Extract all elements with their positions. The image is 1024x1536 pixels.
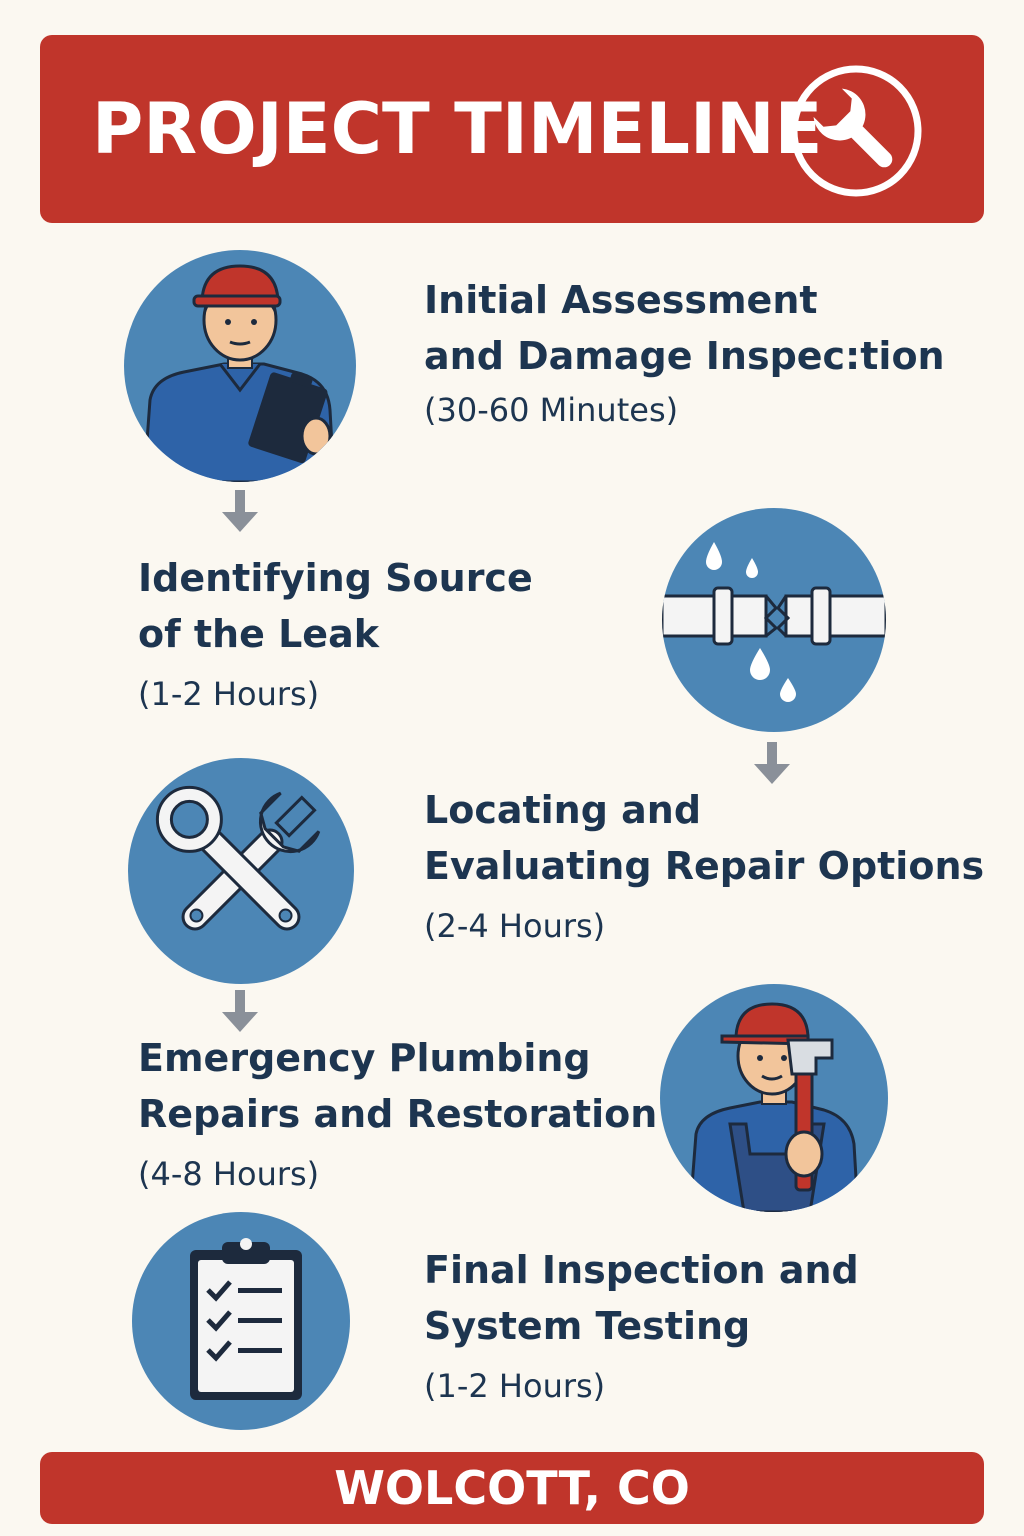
- step-2-circle: [662, 508, 886, 732]
- step-4-duration: (4-8 Hours): [138, 1155, 320, 1193]
- wrench-icon: [790, 65, 922, 197]
- page-title: PROJECT TIMELINE: [92, 88, 823, 170]
- location-label: WOLCOTT, CO: [334, 1461, 690, 1515]
- step-1-circle: [124, 250, 356, 482]
- crossed-wrenches-icon: [155, 785, 321, 931]
- step-3-title: Locating and Evaluating Repair Options: [424, 788, 985, 888]
- step-2-title: Identifying Source of the Leak: [138, 556, 533, 656]
- down-arrow-icon: [754, 742, 790, 784]
- plumber-pipe-wrench-icon: [688, 1002, 860, 1212]
- step-5-duration: (1-2 Hours): [424, 1367, 606, 1405]
- step-1-duration: (30-60 Minutes): [424, 391, 679, 429]
- step-4-title: Emergency Plumbing Repairs and Restorati…: [138, 1036, 658, 1136]
- step-5-text: Final Inspection and System Testing (1-2…: [424, 1242, 984, 1408]
- header-banner: PROJECT TIMELINE: [40, 35, 984, 223]
- step-4-text: Emergency Plumbing Repairs and Restorati…: [138, 1030, 658, 1196]
- step-4-circle: [660, 984, 888, 1212]
- inspector-clipboard-icon: [142, 264, 336, 482]
- step-3-circle: [128, 758, 354, 984]
- step-5-title: Final Inspection and System Testing: [424, 1248, 859, 1348]
- step-2-text: Identifying Source of the Leak (1-2 Hour…: [138, 550, 638, 716]
- checklist-clipboard-icon: [190, 1238, 302, 1400]
- step-2-duration: (1-2 Hours): [138, 675, 320, 713]
- step-1-text: Initial Assessment and Damage Inspec:tio…: [424, 272, 984, 432]
- step-5-circle: [132, 1212, 350, 1430]
- step-3-duration: (2-4 Hours): [424, 907, 606, 945]
- step-3-text: Locating and Evaluating Repair Options (…: [424, 782, 1004, 948]
- down-arrow-icon: [222, 490, 258, 532]
- down-arrow-icon: [222, 990, 258, 1032]
- step-1-title: Initial Assessment and Damage Inspec:tio…: [424, 278, 945, 378]
- leaking-pipe-icon: [662, 542, 886, 702]
- footer-banner: WOLCOTT, CO: [40, 1452, 984, 1524]
